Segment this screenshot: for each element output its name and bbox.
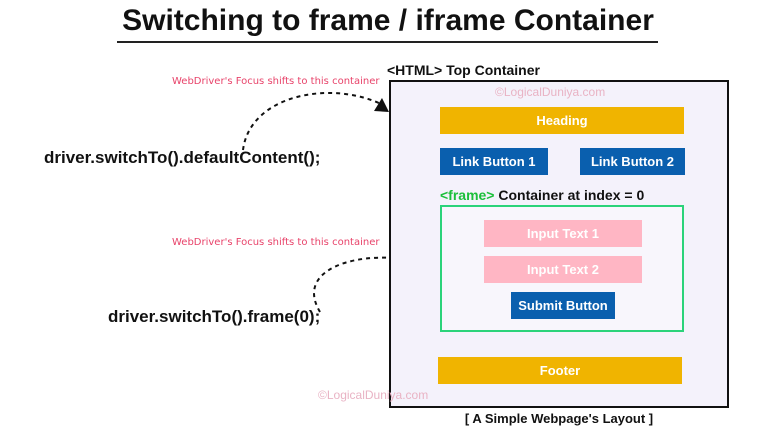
frame-label-text: Container at index = 0 bbox=[494, 187, 645, 203]
code-default-content: driver.switchTo().defaultContent(); bbox=[44, 148, 321, 167]
heading-block: Heading bbox=[440, 107, 684, 134]
code-switch-to-frame: driver.switchTo().frame(0); bbox=[108, 307, 321, 326]
input-text-1: Input Text 1 bbox=[484, 220, 642, 247]
top-container-label: <HTML> Top Container bbox=[387, 62, 540, 78]
arrowhead-top bbox=[374, 98, 389, 112]
arrow-to-top-container bbox=[242, 92, 382, 151]
input-text-2: Input Text 2 bbox=[484, 256, 642, 283]
title-underline bbox=[117, 41, 658, 43]
link-button-2: Link Button 2 bbox=[580, 148, 685, 175]
frame-container-label: <frame> Container at index = 0 bbox=[440, 187, 644, 203]
layout-caption: [ A Simple Webpage's Layout ] bbox=[464, 411, 654, 426]
watermark-top: ©LogicalDuniya.com bbox=[495, 85, 606, 99]
submit-button: Submit Button bbox=[511, 292, 615, 319]
link-button-1: Link Button 1 bbox=[440, 148, 548, 175]
watermark-bottom: ©LogicalDuniya.com bbox=[318, 388, 429, 402]
page-title: Switching to frame / iframe Container bbox=[122, 4, 654, 37]
focus-note-top: WebDriver's Focus shifts to this contain… bbox=[172, 76, 380, 87]
focus-note-frame: WebDriver's Focus shifts to this contain… bbox=[172, 237, 380, 248]
frame-tag: <frame> bbox=[440, 187, 495, 203]
arrow-to-frame bbox=[313, 256, 433, 313]
footer-block: Footer bbox=[438, 357, 682, 384]
